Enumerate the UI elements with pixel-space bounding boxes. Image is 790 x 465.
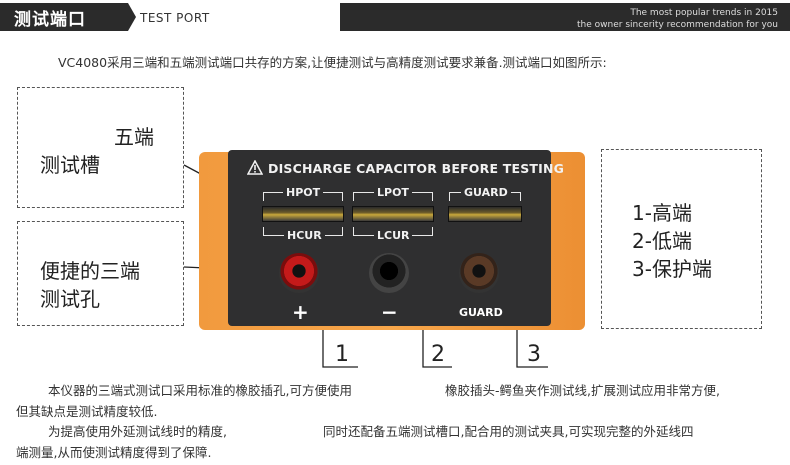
five-terminal-label-line1: 五端 (114, 125, 154, 149)
callout-1: 1 (335, 342, 349, 367)
header-tagline-bar: The most popular trends in 2015 the owne… (340, 3, 790, 31)
legend-item-guard: 3-保护端 (632, 257, 712, 281)
plus-sign: + (292, 300, 309, 324)
five-terminal-label-box: 五端 测试槽 (17, 87, 184, 208)
three-terminal-label-box: 便捷的三端 测试孔 (17, 221, 184, 326)
three-terminal-label-line2: 测试孔 (40, 287, 100, 311)
warning-text: DISCHARGE CAPACITOR BEFORE TESTING (268, 161, 565, 176)
three-terminal-label-line1: 便捷的三端 (40, 259, 140, 283)
minus-sign: − (381, 300, 398, 324)
guard-jack[interactable] (459, 253, 499, 293)
paragraph-2-part-a: 为提高使用外延测试线时的精度, (48, 424, 227, 439)
header-title: 测试端口 (14, 10, 86, 30)
callout-2: 2 (431, 342, 445, 367)
intro-text: VC4080采用三端和五端测试端口共存的方案,让便捷测试与高精度测试要求兼备.测… (58, 55, 607, 70)
guard-bottom-label: GUARD (459, 306, 503, 319)
plus-jack[interactable] (279, 253, 319, 293)
header-tagline-1: The most popular trends in 2015 (630, 8, 778, 18)
minus-jack[interactable] (369, 253, 409, 293)
header-subtitle: TEST PORT (140, 11, 210, 25)
legend-item-low: 2-低端 (632, 229, 692, 253)
lpot-slot[interactable] (352, 206, 434, 222)
paragraph-1-part-c: 但其缺点是测试精度较低. (16, 404, 158, 419)
hpot-label: HPOT (283, 186, 324, 199)
terminal-legend-box: 1-高端 2-低端 3-保护端 (601, 149, 762, 329)
header-tagline-2: the owner sincerity recommendation for y… (577, 20, 778, 30)
legend-item-high: 1-高端 (632, 201, 692, 225)
guard-top-label: GUARD (461, 186, 511, 199)
warning-icon (247, 160, 263, 175)
header-arrow (128, 3, 136, 31)
paragraph-1-part-a: 本仪器的三端式测试口采用标准的橡胶插孔,可方便使用 (48, 383, 352, 398)
header-title-bar (0, 3, 128, 31)
hpot-slot[interactable] (262, 206, 344, 222)
paragraph-1-part-b: 橡胶插头-鳄鱼夹作测试线,扩展测试应用非常方便, (445, 383, 720, 398)
hcur-label: HCUR (284, 229, 325, 242)
paragraph-2-part-b: 同时还配备五端测试槽口,配合用的测试夹具,可实现完整的外延线四 (323, 424, 694, 439)
lpot-label: LPOT (374, 186, 412, 199)
callout-3: 3 (527, 342, 541, 367)
lcur-label: LCUR (374, 229, 413, 242)
paragraph-2-part-c: 端测量,从而使测试精度得到了保障. (16, 445, 212, 460)
guard-slot[interactable] (448, 206, 522, 222)
five-terminal-label-line2: 测试槽 (40, 153, 100, 177)
